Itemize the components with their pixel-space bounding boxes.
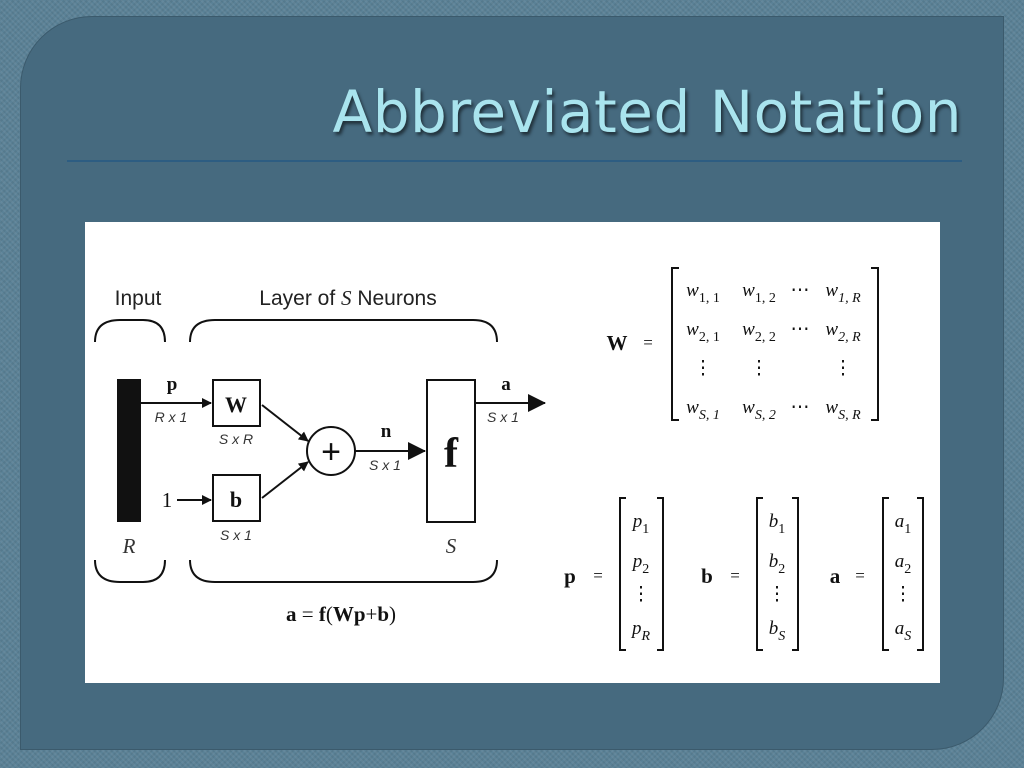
bias-to-sum-arrow (261, 461, 309, 499)
W-matrix-cell-r1-c1: w1, 1 (686, 280, 720, 306)
W-matrix-cell-r1-c3: ⋯ (791, 280, 810, 301)
transfer-function-label: f (444, 431, 459, 477)
W-matrix-cell-r2-c1: w2, 1 (686, 319, 720, 345)
p-vector-entry-3: ⋮ (632, 584, 651, 605)
a-vector-equals: = (855, 566, 865, 585)
W-matrix-left-bracket (671, 267, 679, 421)
weight-to-sum-arrow (261, 404, 309, 442)
a-vector-entry-1: a1 (895, 511, 912, 537)
b-vector-equals: = (730, 566, 740, 585)
W-matrix-cell-r4-c4: wS, R (825, 397, 861, 423)
p-vector-right-bracket (657, 497, 664, 651)
b-vector-entry-2: b2 (769, 551, 786, 577)
bias-box (212, 474, 261, 522)
slide-title: Abbreviated Notation (332, 78, 962, 146)
layer-brace-top (189, 319, 498, 343)
a-vector-entry-4: aS (895, 618, 912, 644)
W-matrix-cell-r4-c1: wS, 1 (686, 397, 720, 423)
a-vector-entry-2: a2 (895, 551, 912, 577)
W-matrix-cell-r2-c3: ⋯ (791, 319, 810, 340)
p-label: p (167, 374, 178, 395)
a-vector-entry-3: ⋮ (894, 584, 913, 605)
input-brace-bottom (94, 559, 166, 583)
input-brace-top (94, 319, 166, 343)
b-vector-name: b (701, 564, 713, 588)
W-matrix-cell-r2-c4: w2, R (825, 319, 861, 345)
title-divider (67, 160, 962, 162)
p-vector-left-bracket (619, 497, 626, 651)
n-size: S x 1 (369, 457, 401, 473)
b-vector-right-bracket (792, 497, 799, 651)
b-vector-entry-1: b1 (769, 511, 786, 537)
W-matrix-cell-r1-c2: w1, 2 (742, 280, 776, 306)
weight-label: W (225, 392, 247, 417)
b-vector-entry-4: bS (769, 618, 786, 644)
W-matrix-cell-r1-c4: w1, R (825, 280, 861, 306)
W-matrix-equals: = (643, 333, 653, 352)
layer-label: Layer of S Neurons (259, 286, 436, 310)
W-matrix-cell-r3-c4: ⋮ (834, 358, 853, 379)
weight-box (212, 379, 261, 427)
bias-size: S x 1 (220, 527, 252, 543)
W-matrix-name: W (607, 331, 628, 355)
input-dimension: R (122, 534, 136, 558)
b-vector-entry-3: ⋮ (768, 584, 787, 605)
p-vector-equals: = (593, 566, 603, 585)
W-matrix-cell-r3-c2: ⋮ (750, 358, 769, 379)
p-size: R x 1 (155, 409, 188, 425)
a-vector-right-bracket (917, 497, 924, 651)
input-label: Input (115, 287, 162, 310)
layer-equation: a = f(Wp+b) (286, 602, 396, 626)
transfer-function-box (426, 379, 476, 523)
p-vector-entry-1: p1 (631, 511, 650, 537)
network-diagram: Input Layer of S Neurons p R x 1 W S x R… (94, 267, 924, 651)
a-vector-name: a (830, 564, 841, 588)
p-vector-cells: p1 p2 ⋮ pR (630, 511, 651, 644)
W-matrix-cell-r4-c3: ⋯ (791, 397, 810, 418)
summation-symbol: + (321, 433, 341, 471)
p-vector-entry-2: p2 (631, 551, 650, 577)
bias-label: b (230, 487, 242, 512)
figure: Input Layer of S Neurons p R x 1 W S x R… (85, 222, 940, 683)
weight-size: S x R (219, 431, 253, 447)
W-matrix-right-bracket (871, 267, 879, 421)
layer-brace-bottom (189, 559, 498, 583)
p-vector-name: p (564, 564, 576, 588)
a-vector-left-bracket (882, 497, 889, 651)
layer-dimension: S (446, 534, 457, 558)
output-label: a (501, 374, 511, 395)
bias-input-value: 1 (162, 488, 173, 512)
W-matrix-cell-r2-c2: w2, 2 (742, 319, 776, 345)
b-vector-cells: b1 b2 ⋮ bS (768, 511, 787, 644)
p-vector-entry-4: pR (630, 618, 651, 644)
W-matrix-cell-r3-c1: ⋮ (694, 358, 713, 379)
W-matrix-cell-r4-c2: wS, 2 (742, 397, 776, 423)
output-size: S x 1 (487, 409, 519, 425)
a-vector-cells: a1 a2 ⋮ aS (894, 511, 913, 644)
input-vector-bar (117, 379, 141, 522)
b-vector-left-bracket (756, 497, 763, 651)
n-label: n (381, 421, 392, 442)
W-matrix-cells: w1, 1 w1, 2 ⋯ w1, R w2, 1 w2, 2 ⋯ w2, R ⋮ ⋮ ⋮ wS, 1… (686, 280, 861, 423)
